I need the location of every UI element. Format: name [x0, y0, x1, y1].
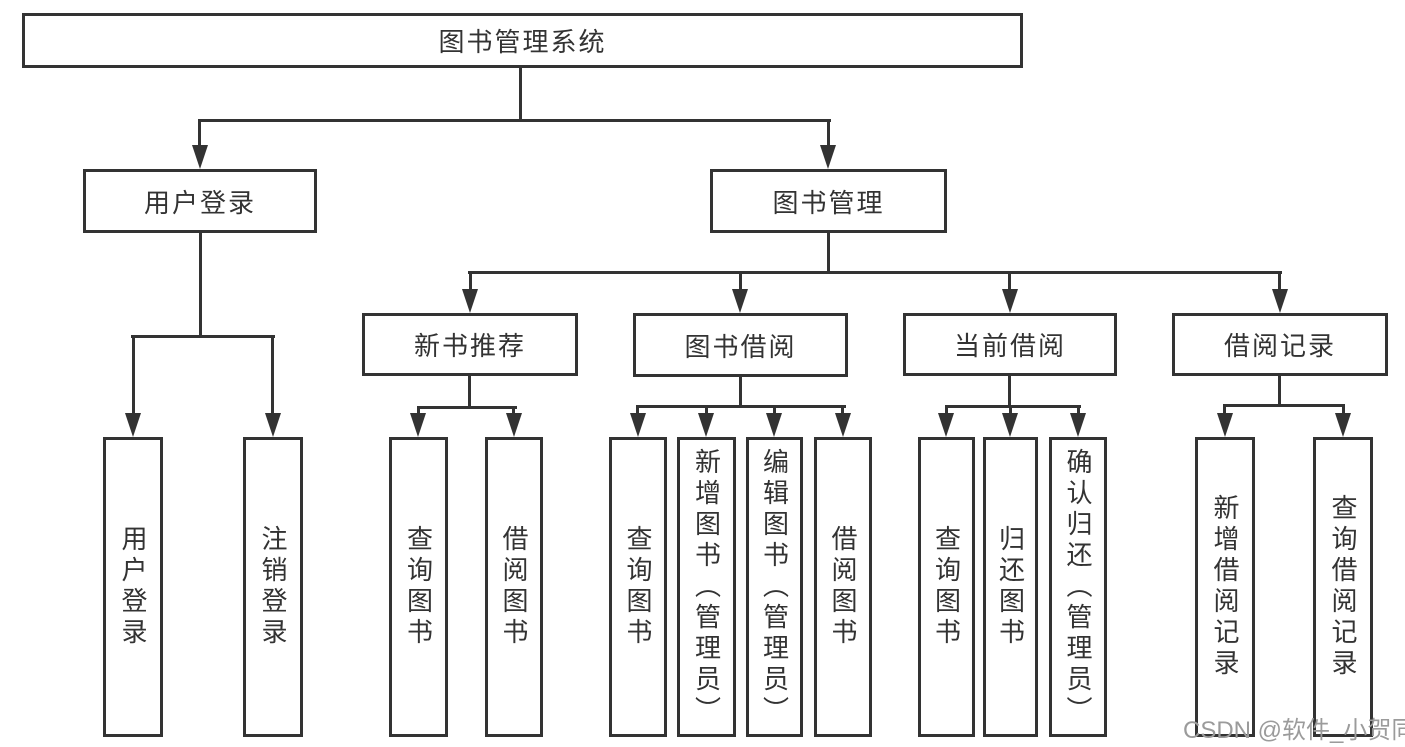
leaf-edit-book-admin: 编辑图书（管理员） [746, 437, 803, 737]
connector-book-management-stem [827, 233, 830, 273]
connector-new-book-bar [417, 406, 517, 409]
connector-level1-bar [198, 119, 831, 122]
connector-drop-leaf [1009, 405, 1012, 415]
connector-drop-leaf [636, 405, 639, 415]
arrow-down-icon [732, 289, 748, 313]
leaf-query-books-recommend: 查询图书 [389, 437, 448, 737]
connector-new-book-stem [468, 376, 471, 409]
connector-root-stem [519, 68, 522, 121]
leaf-return-book: 归还图书 [983, 437, 1038, 737]
leaf-borrow-books-recommend: 借阅图书 [485, 437, 543, 737]
connector-current-borrowing-stem [1008, 376, 1011, 408]
connector-borrowing-records-stem [1278, 376, 1281, 407]
connector-drop-level3 [469, 271, 472, 291]
node-borrowing-records: 借阅记录 [1172, 313, 1388, 376]
connector-drop-user-login [198, 119, 201, 148]
arrow-down-icon [506, 413, 522, 437]
leaf-confirm-return-admin: 确认归还（管理员） [1049, 437, 1107, 737]
connector-drop-leaf [1223, 404, 1226, 415]
connector-drop-level3 [1278, 271, 1281, 291]
arrow-down-icon [938, 413, 954, 437]
node-book-borrowing: 图书借阅 [633, 313, 848, 377]
leaf-user-login: 用户登录 [103, 437, 163, 737]
connector-drop-level3 [1008, 271, 1011, 291]
arrow-down-icon [125, 413, 141, 437]
connector-drop-level3 [739, 271, 742, 291]
connector-level3-bar [468, 271, 1282, 274]
connector-book-borrowing-bar [636, 405, 846, 408]
arrow-down-icon [698, 413, 714, 437]
connector-drop-leaf [132, 335, 135, 415]
arrow-down-icon [1272, 289, 1288, 313]
connector-drop-leaf [271, 335, 274, 415]
connector-user-login-stem [199, 233, 202, 337]
connector-drop-leaf [945, 405, 948, 415]
connector-drop-leaf [1342, 404, 1345, 415]
connector-drop-leaf [705, 405, 708, 415]
arrow-down-icon [410, 413, 426, 437]
arrow-down-icon [1002, 413, 1018, 437]
connector-drop-leaf [841, 405, 844, 415]
arrow-down-icon [1217, 413, 1233, 437]
connector-drop-leaf [417, 406, 420, 415]
arrow-down-icon [766, 413, 782, 437]
watermark-text: CSDN @软件_小贺同学 [1183, 717, 1405, 744]
arrow-down-icon [835, 413, 851, 437]
connector-borrowing-records-bar [1223, 404, 1345, 407]
leaf-add-book-admin: 新增图书（管理员） [677, 437, 736, 737]
connector-current-borrowing-bar [945, 405, 1081, 408]
node-book-management: 图书管理 [710, 169, 947, 233]
arrow-down-icon [1335, 413, 1351, 437]
connector-user-login-bar [131, 335, 275, 338]
arrow-down-icon [265, 413, 281, 437]
leaf-logout: 注销登录 [243, 437, 303, 737]
leaf-query-books-current: 查询图书 [918, 437, 975, 737]
node-library-system: 图书管理系统 [22, 13, 1023, 68]
arrow-down-icon [1070, 413, 1086, 437]
connector-book-borrowing-stem [739, 377, 742, 408]
arrow-down-icon [192, 145, 208, 169]
arrow-down-icon [820, 145, 836, 169]
connector-drop-leaf [1077, 405, 1080, 415]
node-current-borrowing: 当前借阅 [903, 313, 1117, 376]
node-user-login: 用户登录 [83, 169, 317, 233]
node-new-book-recommend: 新书推荐 [362, 313, 578, 376]
arrow-down-icon [462, 289, 478, 313]
arrow-down-icon [1002, 289, 1018, 313]
connector-drop-book-management [827, 119, 830, 148]
connector-drop-leaf [512, 406, 515, 415]
arrow-down-icon [630, 413, 646, 437]
leaf-query-borrow-record: 查询借阅记录 [1313, 437, 1373, 737]
leaf-query-books-borrowing: 查询图书 [609, 437, 667, 737]
leaf-add-borrow-record: 新增借阅记录 [1195, 437, 1255, 737]
leaf-borrow-books-borrowing: 借阅图书 [814, 437, 872, 737]
connector-drop-leaf [773, 405, 776, 415]
